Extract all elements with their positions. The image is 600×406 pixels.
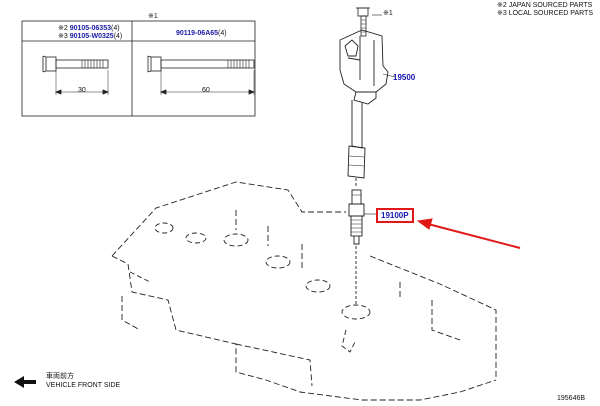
right-bolt-qty: (4) (218, 30, 227, 37)
vehicle-front-en: VEHICLE FRONT SIDE (46, 382, 121, 389)
bolt-table-border (21, 20, 256, 117)
short-bolt-drawing (42, 55, 110, 95)
vehicle-front-jp: 車両前方 (46, 373, 74, 380)
right-bolt-row: 90119-06A65(4) (176, 30, 227, 38)
long-bolt-drawing (147, 55, 256, 95)
engine-head-outline (111, 181, 497, 401)
spark-plug-wells (129, 222, 371, 353)
diagram-id: 195646B (557, 395, 586, 402)
ignition-coil-drawing (339, 29, 396, 188)
left-bolt-part-1[interactable]: 90105-06353 (69, 25, 111, 32)
left-bolt-dimension: 30 (78, 87, 86, 94)
left-bolt-qty-1: (4) (110, 25, 120, 32)
note-local-sourced: ※3 LOCAL SOURCED PARTS (497, 10, 593, 17)
ref-mark-top: ※1 (148, 13, 158, 20)
coil-bolt-mark: ※1 (383, 10, 393, 17)
right-bolt-part[interactable]: 90119-06A65 (176, 30, 219, 37)
left-bolt-qty-2: (4) (113, 33, 123, 40)
note-japan-sourced: ※2 JAPAN SOURCED PARTS (497, 2, 593, 9)
coil-bolt-drawing (356, 7, 382, 37)
highlight-arrow (416, 218, 521, 249)
spark-plug-drawing (348, 189, 376, 306)
vehicle-front-arrow-icon (14, 376, 36, 388)
coil-part-link[interactable]: 19500 (393, 73, 416, 82)
left-bolt-prefix-2: ※3 (58, 33, 68, 40)
left-bolt-part-2[interactable]: 90105-W0325 (69, 33, 114, 40)
right-bolt-dimension: 60 (202, 87, 210, 94)
left-bolt-row-1: ※2 90105-06353(4) (58, 25, 120, 33)
left-bolt-row-2: ※3 90105-W0325(4) (58, 33, 122, 41)
plug-part-link[interactable]: 19100P (376, 208, 414, 223)
left-bolt-prefix-1: ※2 (58, 25, 68, 32)
bolt-table (21, 20, 256, 117)
